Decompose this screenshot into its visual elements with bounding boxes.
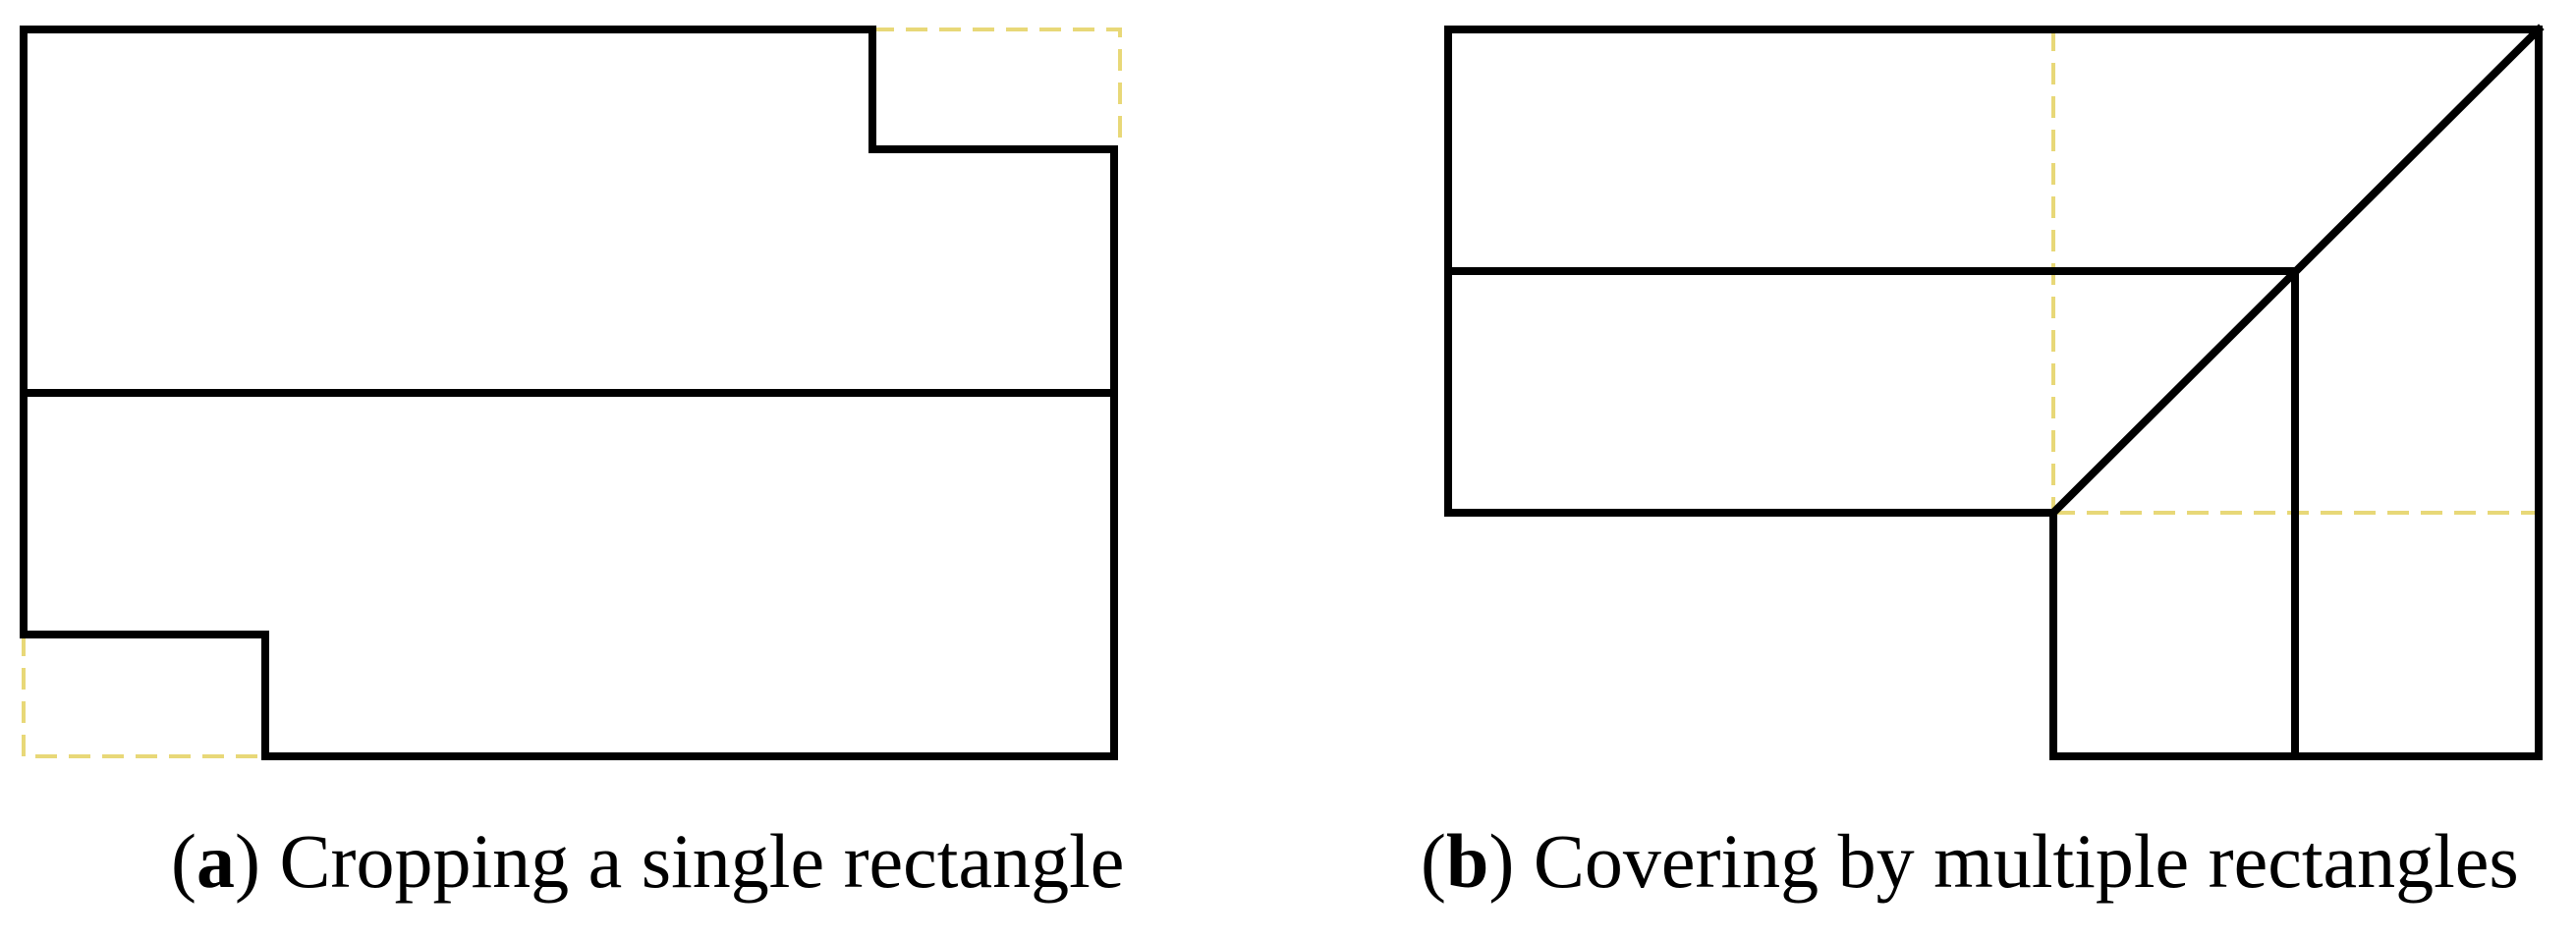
caption-b: (b) Covering by multiple rectangles <box>1421 818 2519 904</box>
caption-b-tag: b <box>1445 818 1489 904</box>
panel-b-top-rectangle <box>1444 26 2543 760</box>
panel-a-cropped-corner-top-right <box>872 28 1122 149</box>
caption-a-text: Cropping a single rectangle <box>279 818 1125 904</box>
panel-a-outline <box>20 26 1118 760</box>
panel-a-cropped-corner-bottom-left <box>22 635 265 758</box>
caption-b-text: Covering by multiple rectangles <box>1533 818 2519 904</box>
panel-a-diagram <box>20 26 1122 760</box>
panel-b-left-edge <box>1444 26 2057 517</box>
caption-a-tag: a <box>196 818 235 904</box>
panel-b-bottom-rectangle <box>2049 509 2543 760</box>
caption-a: (a) Cropping a single rectangle <box>171 818 1125 904</box>
panel-b-diagram <box>1444 24 2545 760</box>
panel-b-diagonal <box>2047 24 2545 519</box>
